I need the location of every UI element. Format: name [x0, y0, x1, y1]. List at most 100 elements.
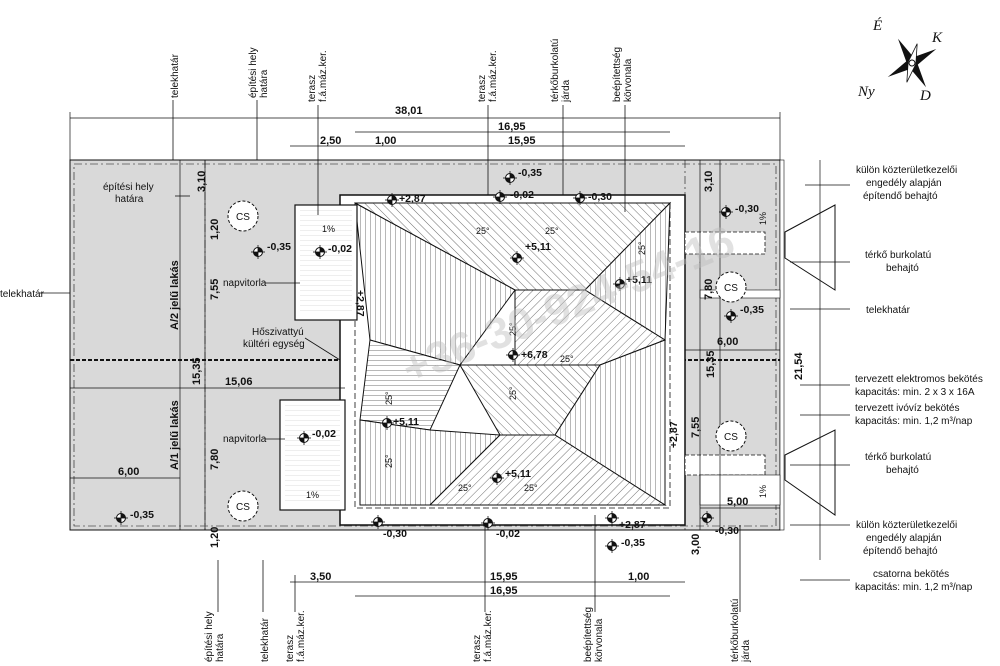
label-right-terko-1: térkő burkolatú: [865, 250, 931, 261]
label-right-terko2-1: térkő burkolatú: [865, 452, 931, 463]
level-l12: +5,11: [393, 416, 419, 428]
label-pct2: 1%: [306, 490, 319, 500]
level-l4: -0,30: [588, 191, 612, 203]
label-right-telekhatar: telekhatár: [866, 305, 911, 316]
label-bot-terasz-1: terasz: [285, 635, 296, 662]
label-epitesi-hely-left-2: határa: [115, 194, 144, 205]
label-terasz-top2-2: f.á.máz.ker.: [488, 50, 499, 102]
label-lakas-a1: A/1 jelű lakás: [169, 400, 181, 470]
terrace-lower: [279, 399, 346, 511]
label-bot-epitesi-1: építési hely: [204, 611, 215, 662]
dim-right-width-lower: 5,00: [727, 496, 748, 508]
label-cs3: CS: [724, 283, 738, 294]
slope-s7: 25°: [384, 454, 394, 468]
label-bot-jarda-1: térkőburkolatú: [730, 599, 741, 662]
label-cs2: CS: [236, 502, 250, 513]
label-hoszivattyu-1: Hőszivattyú: [252, 327, 304, 338]
dimension-texts: 38,01 16,95 2,50 1,00 15,95 3,50 15,95 1…: [118, 105, 805, 597]
label-pct1: 1%: [322, 224, 335, 234]
level-l2: -0,35: [518, 167, 542, 179]
label-right-kozterulet-1: külön közterületkezelői: [856, 165, 957, 176]
entrance-lower: [784, 429, 836, 516]
dim-right-depth-a: 7,80: [703, 279, 715, 300]
dim-right-width-upper: 6,00: [717, 336, 738, 348]
slope-s4: 25°: [458, 483, 472, 493]
slope-s2: 25°: [545, 226, 559, 236]
label-epitesi-hely-left-1: építési hely: [103, 182, 154, 193]
level-l7: -0,02: [328, 243, 352, 255]
cs-manholes: [227, 200, 747, 522]
level-l13: -0,02: [312, 428, 336, 440]
level-l11: +6,78: [521, 349, 548, 361]
label-bot-telekhatar: telekhatár: [260, 617, 271, 662]
label-right-terko-2: behajtó: [886, 263, 919, 274]
label-napvitorla-2: napvitorla: [223, 434, 267, 445]
dim-left-depth-a: 1,20: [209, 219, 221, 240]
dim-bottom-roof-length: 16,95: [490, 585, 518, 597]
level-markers: +2,87 -0,35 -0,02 -0,30 -0,30 -0,35 -0,0…: [113, 167, 764, 554]
level-l5: -0,30: [735, 203, 759, 215]
label-epitesi-hely-top-1: építési hely: [248, 47, 259, 98]
dim-top-terrace: 2,50: [320, 135, 341, 147]
label-right-kozterulet2-3: építendő behajtó: [863, 546, 938, 557]
slope-s6: 25°: [384, 391, 394, 405]
level-l19: -0,35: [621, 537, 645, 549]
leader-lines: [40, 100, 850, 612]
level-l17: -0,02: [496, 528, 520, 540]
label-epitesi-hely-top-2: határa: [259, 69, 270, 98]
label-right-kozterulet-2: engedély alapján: [866, 178, 942, 189]
label-pct4: 1%: [758, 485, 768, 498]
label-right-kozterulet-3: építendő behajtó: [863, 191, 938, 202]
label-jarda-top-1: térkőburkolatú: [550, 39, 561, 102]
slope-s10: 25°: [637, 241, 647, 255]
label-pct3: 1%: [758, 212, 768, 225]
slope-s1: 25°: [476, 226, 490, 236]
level-l16: -0,30: [383, 528, 407, 540]
level-l14: +5,11: [505, 468, 531, 480]
dim-right-lower-margin: 3,00: [690, 534, 702, 555]
driveway-upper: [684, 231, 766, 255]
label-bot-terasz-2: f.á.máz.ker.: [296, 610, 307, 662]
level-l10: -0,35: [740, 304, 764, 316]
label-right-kozterulet2-1: külön közterületkezelői: [856, 520, 957, 531]
dim-bottom-eave: 1,00: [628, 571, 649, 583]
label-telekhatar-top: telekhatár: [170, 53, 181, 98]
entrance-upper: [784, 204, 836, 291]
dim-top-eave: 1,00: [375, 135, 396, 147]
compass-east: K: [931, 30, 943, 46]
label-beep-top-2: körvonala: [623, 58, 634, 102]
label-lakas-a2: A/2 jelű lakás: [169, 260, 181, 330]
level-l20: -0,30: [715, 525, 739, 537]
slope-s9: 25°: [508, 386, 518, 400]
label-cs1: CS: [236, 212, 250, 223]
label-terasz-top-1: terasz: [307, 75, 318, 102]
dim-left-lower-margin: 1,20: [209, 527, 221, 548]
dim-mid-width: 15,06: [225, 376, 253, 388]
dim-total-length: 38,01: [395, 105, 423, 117]
label-right-ivoviz-2: kapacitás: min. 1,2 m³/nap: [855, 416, 973, 427]
dim-left-total: 15,35: [191, 357, 203, 385]
label-right-csatorna-2: kapacitás: min. 1,2 m³/nap: [855, 582, 973, 593]
label-telekhatar-left: telekhatár: [0, 289, 45, 300]
dim-right-total: 15,35: [705, 350, 717, 378]
roof-slopes: 25° 25° 25° 25° 25° 25° 25° 25° 25° 25°: [384, 226, 647, 493]
label-bot-jarda-2: járda: [741, 639, 752, 663]
building-roof: [339, 194, 686, 526]
dim-bottom-house: 15,95: [490, 571, 518, 583]
slope-s5: 25°: [524, 483, 538, 493]
compass-rose: [887, 38, 937, 88]
level-l9: +5,11: [626, 274, 652, 286]
level-l6: -0,35: [267, 241, 291, 253]
label-hoszivattyu-2: kültéri egység: [243, 339, 305, 350]
dim-left-depth-c: 7,80: [209, 449, 221, 470]
label-bot-terasz2-2: f.á.máz.ker.: [483, 610, 494, 662]
dim-right-upper-margin: 3,10: [703, 171, 715, 192]
dim-bottom-terrace: 3,50: [310, 571, 331, 583]
label-jarda-top-2: járda: [561, 79, 572, 103]
label-cs4: CS: [724, 432, 738, 443]
slope-s8: 25°: [508, 322, 518, 336]
terrace-upper: [294, 204, 358, 321]
dim-top-roof-length: 16,95: [498, 121, 526, 133]
level-l8: +5,11: [525, 241, 551, 253]
compass-north: É: [872, 17, 882, 34]
